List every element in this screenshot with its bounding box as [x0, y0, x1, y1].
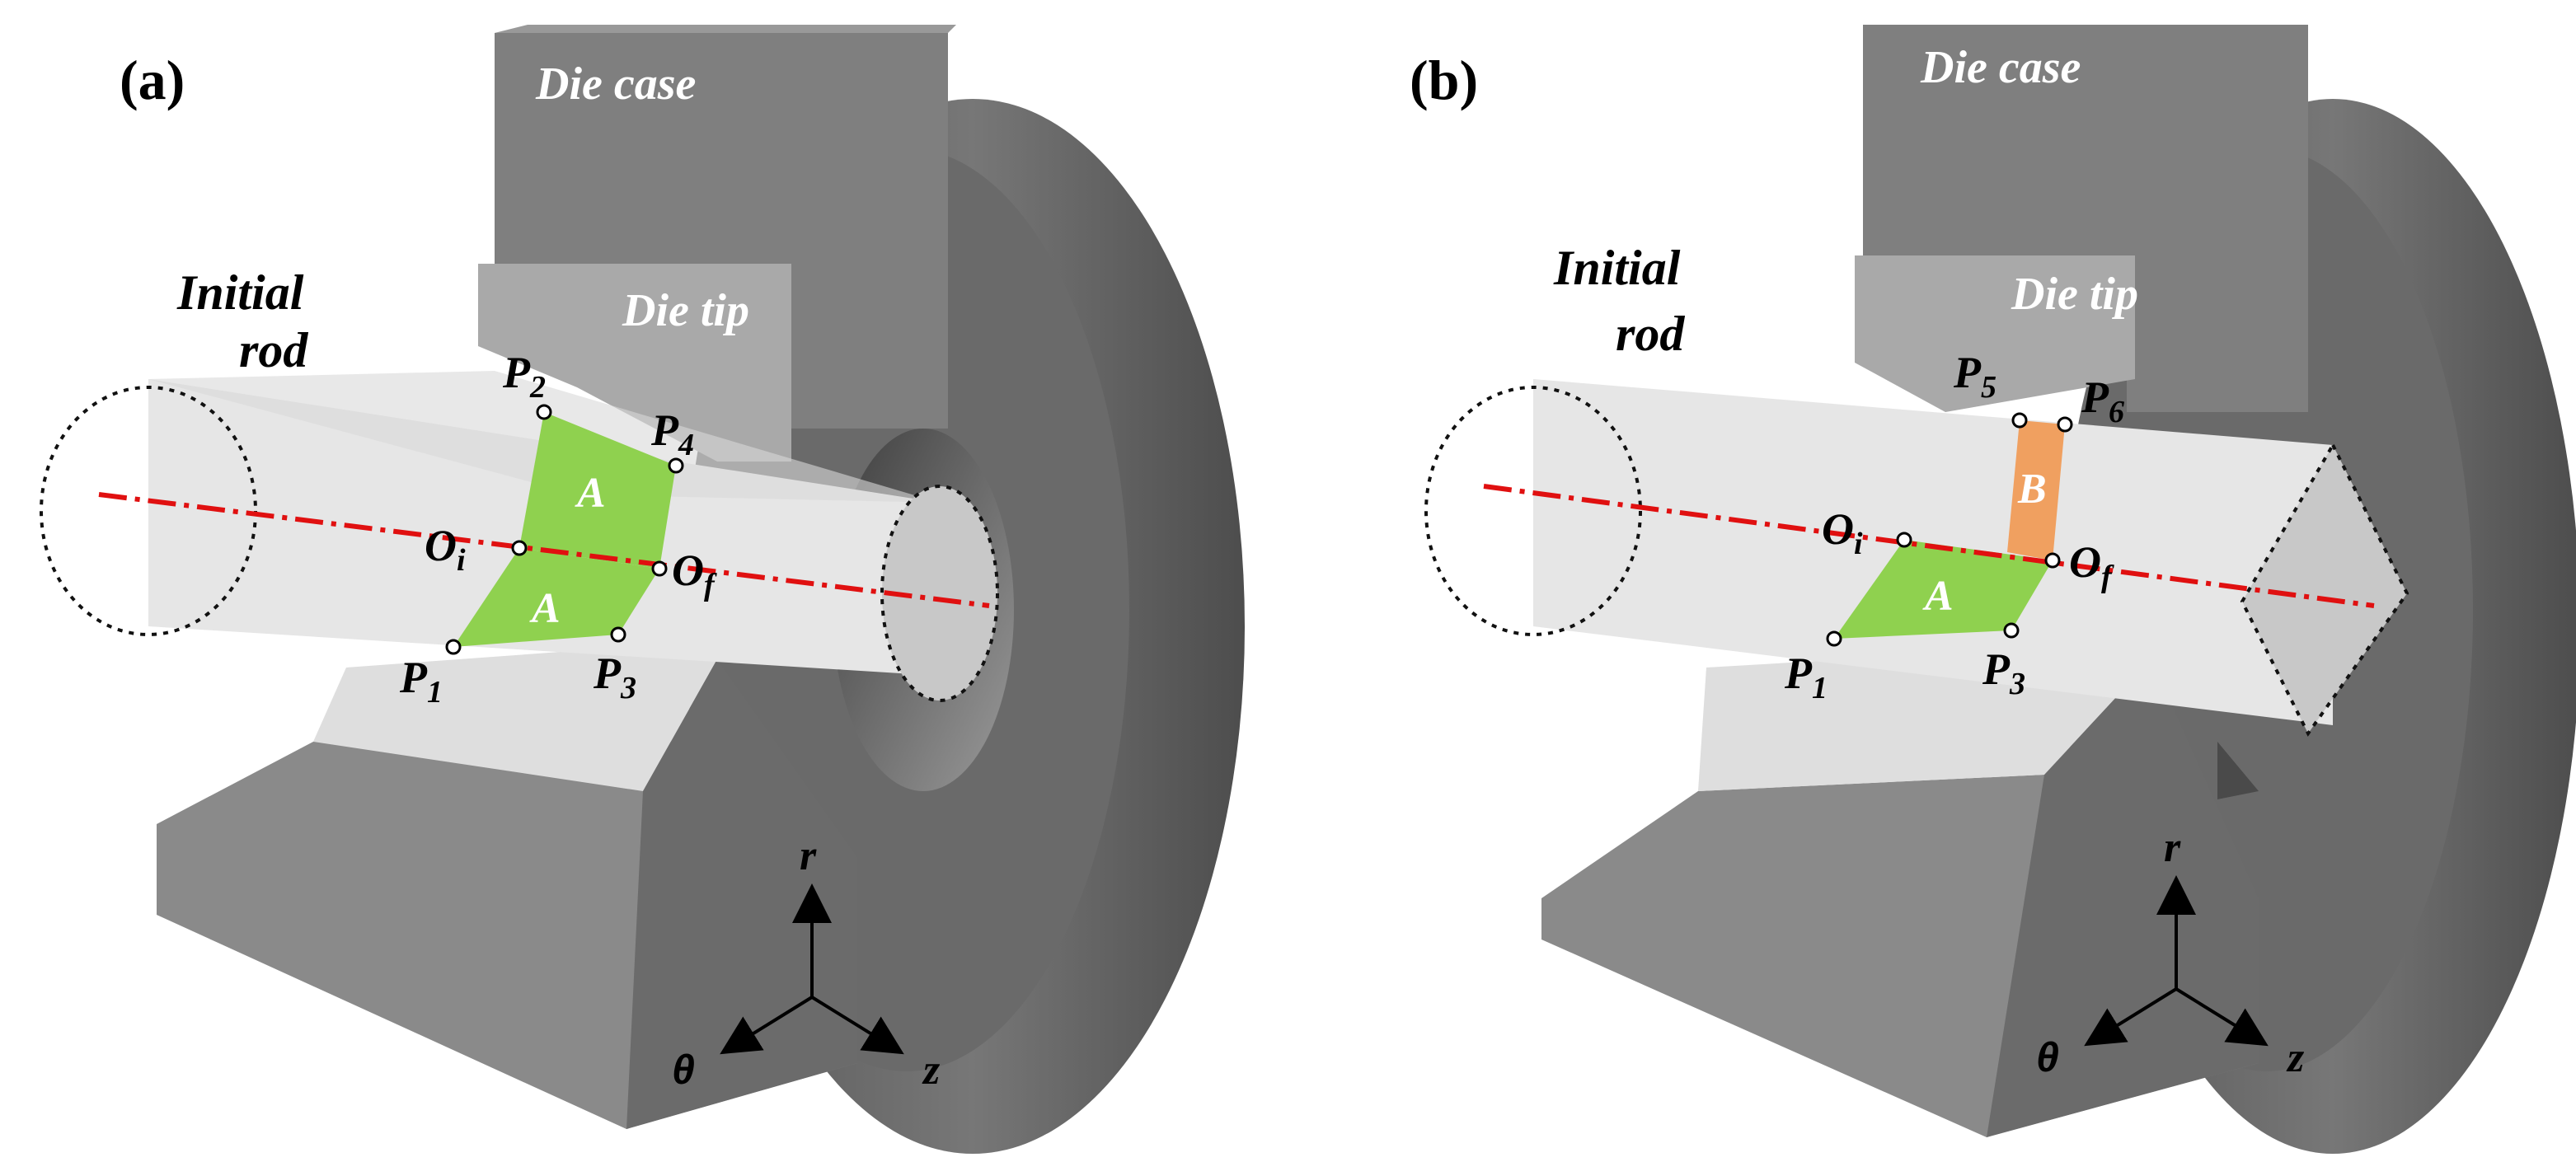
- axis-theta-label-a: θ: [672, 1047, 695, 1093]
- exit-square-notch: [2217, 742, 2259, 799]
- exit-rod-outline: [880, 485, 999, 702]
- label-p1-a: P1: [399, 653, 443, 710]
- lower-die-front: [626, 659, 857, 1129]
- point-p5-marker: [2011, 412, 2028, 429]
- point-p6-marker: [2057, 416, 2073, 433]
- label-p6-b: P6: [2081, 372, 2124, 429]
- point-oi-marker: [511, 540, 528, 556]
- region-a-upper-label-a: A: [575, 470, 606, 517]
- panel-b: (b) Die case Die tip Initial rod P5 P6 O…: [1410, 25, 2576, 1154]
- die-tip-label-b: Die tip: [2011, 269, 2138, 320]
- die-case-label-b: Die case: [1920, 42, 2081, 93]
- region-b-label-b: B: [2017, 466, 2047, 513]
- point-p3-marker: [610, 626, 626, 643]
- axis-z-a: [810, 996, 904, 1055]
- label-p2-a: P2: [502, 348, 546, 405]
- initial-rod-label-b-line1: Initial: [1553, 241, 1681, 295]
- lower-die-tip: [313, 643, 717, 791]
- label-p3-b: P3: [1982, 644, 2025, 701]
- point-p1-marker: [445, 639, 462, 655]
- upper-die-block-side: [495, 25, 956, 33]
- point-p3-marker: [2003, 622, 2020, 639]
- die-tip-label-a: Die tip: [622, 285, 749, 336]
- upper-die-tip: [478, 264, 791, 462]
- upper-die-tip: [1855, 255, 2135, 412]
- label-of-b: Of: [2069, 537, 2114, 594]
- label-p1-b: P1: [1784, 649, 1828, 705]
- upper-die-block: [1863, 25, 2308, 412]
- label-p5-b: P5: [1953, 348, 1997, 405]
- label-p3-a: P3: [593, 649, 636, 705]
- region-a-label-b: A: [1922, 573, 1954, 620]
- initial-rod-label-a-line2: rod: [239, 323, 308, 377]
- initial-rod-outline: [1424, 386, 1642, 636]
- exit-square-section: [2240, 441, 2409, 737]
- point-of-marker: [2044, 552, 2061, 569]
- axis-r-label-a: r: [800, 832, 817, 879]
- deformation-zone-a: [1834, 540, 2053, 639]
- axis-theta-label-b: θ: [2036, 1034, 2059, 1080]
- die-case-label-a: Die case: [535, 59, 696, 110]
- label-oi-a: Oi: [425, 521, 466, 578]
- point-p2-marker: [536, 404, 552, 420]
- label-p4-a: P4: [650, 405, 694, 462]
- panel-a-label: (a): [120, 49, 185, 111]
- label-of-a: Of: [672, 546, 717, 602]
- upper-die-block: [495, 33, 948, 429]
- point-of-marker: [651, 560, 668, 577]
- rod-centerline: [1483, 484, 2375, 608]
- axis-theta-b: [2084, 987, 2178, 1047]
- axis-z-label-b: z: [2286, 1034, 2305, 1081]
- deformation-zone-a-lower: [453, 548, 659, 647]
- panel-a: (a) Die case Die tip Initial rod P2 P4 O…: [40, 25, 1245, 1154]
- initial-rod-outline: [40, 386, 257, 636]
- initial-rod-label-b-line2: rod: [1616, 307, 1685, 361]
- label-oi-b: Oi: [1822, 504, 1863, 561]
- panel-b-label: (b): [1410, 49, 1478, 111]
- axis-z-b: [2175, 987, 2269, 1047]
- rod-centerline: [98, 492, 990, 608]
- deformation-zone-a-upper: [519, 412, 676, 569]
- axis-z-label-a: z: [922, 1047, 941, 1094]
- deformation-zone-b: [2007, 420, 2065, 560]
- point-p4-marker: [668, 457, 684, 474]
- point-p1-marker: [1826, 630, 1842, 647]
- axis-r-label-b: r: [2164, 824, 2181, 871]
- point-oi-marker: [1896, 532, 1912, 548]
- lower-die-front: [1987, 659, 2259, 1137]
- region-a-lower-label-a: A: [529, 585, 561, 632]
- initial-rod-label-a-line1: Initial: [176, 265, 304, 320]
- axis-theta-a: [720, 996, 814, 1055]
